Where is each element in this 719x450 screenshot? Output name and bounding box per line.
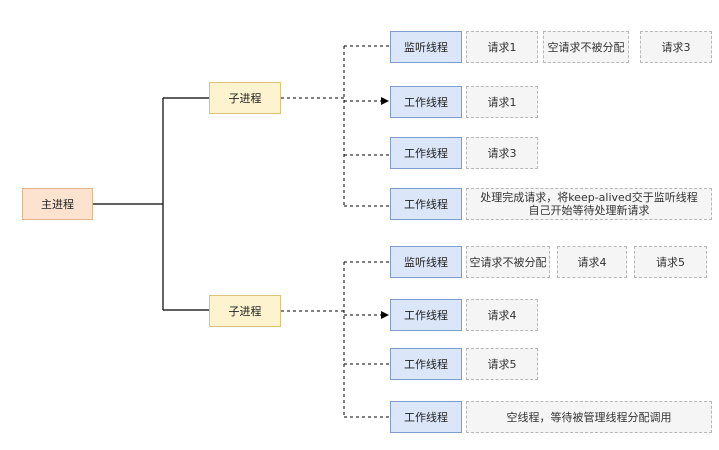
connector-child-a-tree [281, 45, 389, 207]
request-box: 请求1 [466, 86, 538, 118]
request-box: 请求4 [466, 299, 538, 331]
child-process-node: 子进程 [209, 295, 281, 327]
request-box: 空请求不被分配 [543, 31, 629, 63]
worker-thread-node: 工作线程 [390, 137, 462, 169]
main-process-node: 主进程 [22, 188, 93, 220]
worker-thread-node: 工作线程 [390, 299, 462, 331]
worker-thread-node: 工作线程 [390, 401, 462, 433]
request-box: 请求3 [466, 137, 538, 169]
request-box-multiline: 处理完成请求，将keep-alived交于监听线程 自己开始等待处理新请求 [466, 188, 712, 220]
listener-thread-node: 监听线程 [390, 31, 462, 63]
request-box: 请求5 [634, 246, 707, 278]
connector-main-children [93, 97, 209, 311]
worker-thread-node: 工作线程 [390, 86, 462, 118]
task-line: 自己开始等待处理新请求 [528, 204, 650, 217]
request-box: 请求4 [557, 246, 627, 278]
connector-child-b-tree [281, 261, 389, 418]
request-box: 空请求不被分配 [466, 246, 550, 278]
worker-thread-node: 工作线程 [390, 188, 462, 220]
worker-thread-node: 工作线程 [390, 348, 462, 380]
request-box: 空线程，等待被管理线程分配调用 [466, 401, 712, 433]
request-box: 请求1 [466, 31, 538, 63]
task-line: 处理完成请求，将keep-alived交于监听线程 [480, 191, 698, 204]
listener-thread-node: 监听线程 [390, 246, 462, 278]
request-box: 请求3 [640, 31, 712, 63]
request-box: 请求5 [466, 348, 538, 380]
child-process-node: 子进程 [209, 82, 281, 114]
